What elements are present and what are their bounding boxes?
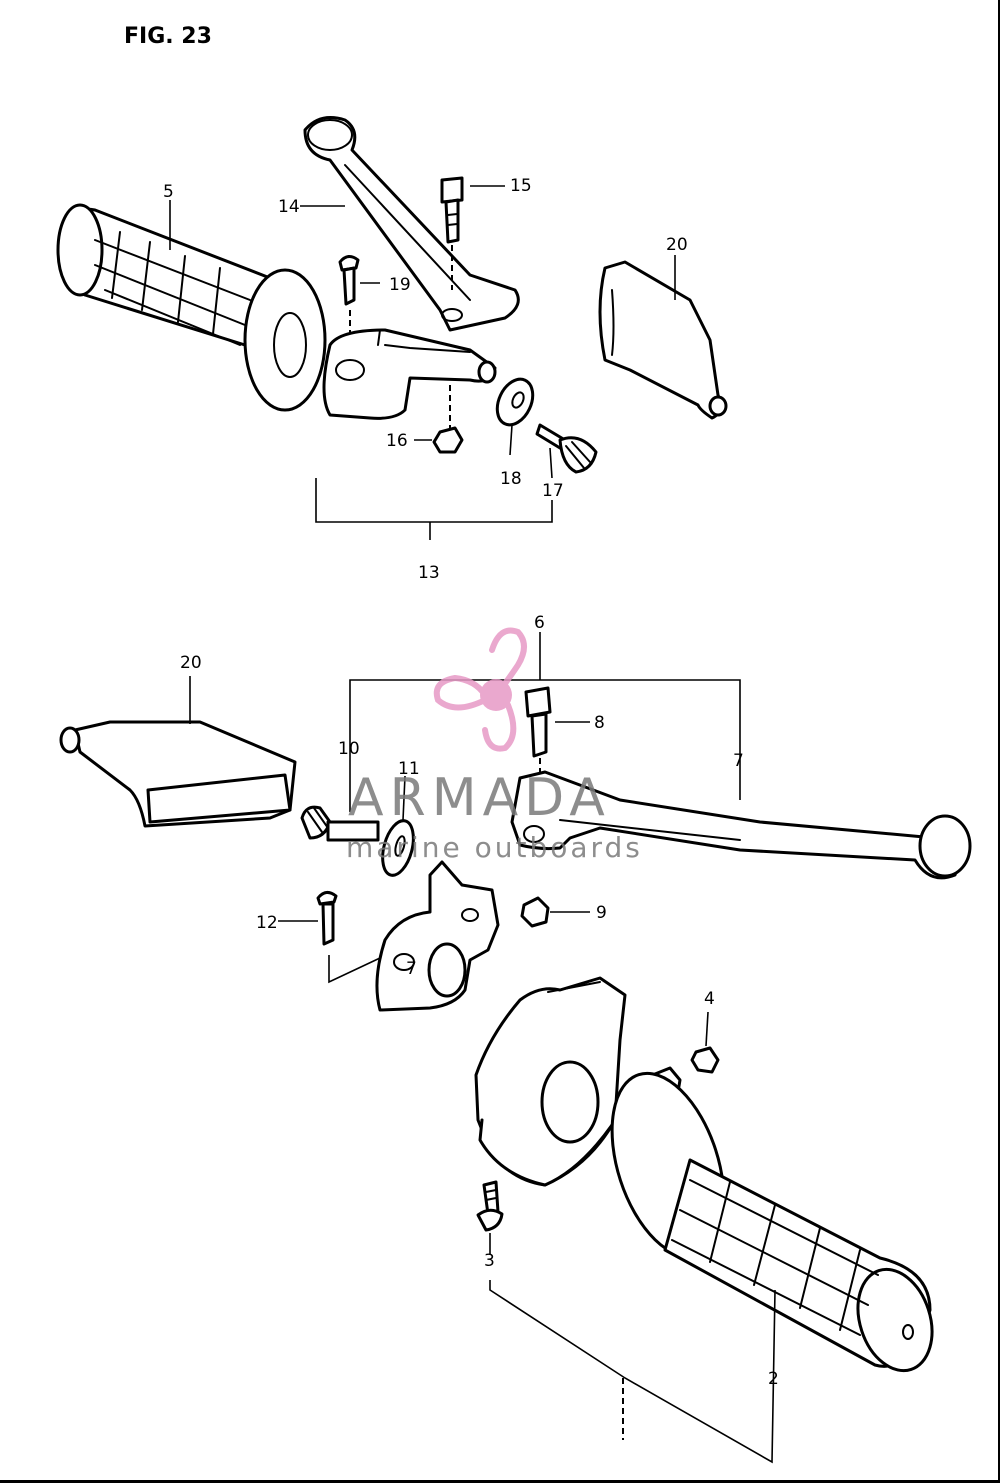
frame-bottom-border	[0, 1480, 1000, 1483]
adjuster-bolt-part-17	[535, 423, 598, 474]
watermark-brand: ARMADA	[348, 768, 611, 828]
watermark-tagline: marine outboards	[346, 831, 643, 864]
callout-19: 19	[389, 275, 411, 295]
callout-20-lower: 20	[180, 653, 202, 673]
callout-18: 18	[500, 469, 522, 489]
callout-15: 15	[510, 176, 532, 196]
callout-6: 6	[534, 613, 545, 633]
bracket-7	[349, 679, 741, 812]
lever-cover-part-20-lower	[59, 720, 297, 828]
callout-7-holder: 7	[406, 959, 417, 979]
callout-12: 12	[256, 913, 278, 933]
adjuster-bolt-part-10	[300, 805, 380, 842]
callout-20-upper: 20	[666, 235, 688, 255]
screw-part-12	[316, 891, 338, 946]
nut-part-16	[432, 426, 464, 454]
screw-part-19	[338, 255, 360, 345]
callout-5: 5	[163, 182, 174, 202]
callout-14: 14	[278, 197, 300, 217]
callout-8: 8	[594, 713, 605, 733]
callout-2: 2	[768, 1369, 779, 1389]
leader-lines-lower	[189, 676, 709, 1255]
left-grip-part-5	[56, 203, 327, 412]
frame-right-border	[998, 0, 1000, 1483]
figure-title: FIG. 23	[124, 24, 212, 49]
callout-labels: 5 14 15 19 20 16 18 17 13 6 20 8 10 11 7…	[163, 176, 779, 1389]
lever-cover-part-20-upper	[598, 260, 728, 420]
propeller-logo-icon	[433, 627, 527, 752]
nut-part-4	[690, 1046, 720, 1074]
pivot-bolt-part-15	[440, 176, 464, 290]
callout-11: 11	[398, 759, 420, 779]
callout-7: 7	[733, 751, 744, 771]
callout-3: 3	[484, 1251, 495, 1271]
throttle-housing-part-3	[474, 976, 627, 1187]
bracket-1	[489, 1280, 776, 1464]
armada-watermark: ARMADA marine outboards	[346, 627, 643, 864]
callout-4: 4	[704, 989, 715, 1009]
brake-lever-part-7	[510, 770, 972, 880]
throttle-grip-part-2	[610, 1066, 934, 1373]
washer-part-18	[495, 377, 535, 427]
screw-part-3	[476, 1180, 504, 1232]
callout-10: 10	[338, 739, 360, 759]
clutch-lever-holder-part-13	[322, 328, 497, 430]
pivot-bolt-part-8	[524, 686, 552, 790]
clutch-lever-part-14	[303, 116, 520, 332]
callout-16: 16	[386, 431, 408, 451]
leader-lines-upper	[169, 185, 676, 479]
brake-lever-holder-part-6	[375, 860, 500, 1012]
nut-part-9	[520, 896, 550, 928]
washer-part-11	[381, 819, 415, 877]
callout-13: 13	[418, 563, 440, 583]
callout-17: 17	[542, 481, 564, 501]
callout-9: 9	[596, 903, 607, 923]
bracket-13	[315, 478, 553, 523]
